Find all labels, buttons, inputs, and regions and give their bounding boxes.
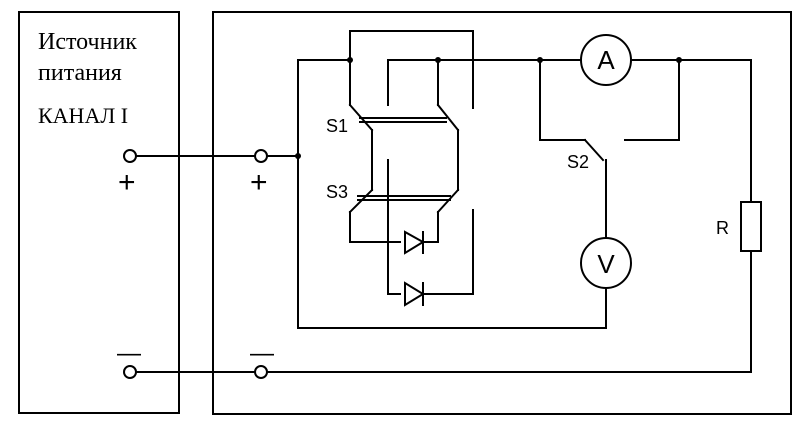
board-minus-terminal [254,365,268,379]
resistor-label: R [716,218,729,238]
source-title-line1: Источник [38,29,137,55]
source-plus-terminal [123,149,137,163]
voltmeter-label: V [597,249,615,279]
switch-s3-label: S3 [326,182,348,202]
board-plus-terminal [254,149,268,163]
voltmeter: V [580,237,632,289]
board-minus-label: — [250,340,274,367]
diode-lower [404,281,425,307]
diode-upper [404,230,425,255]
source-plus-label: + [118,166,136,199]
power-source-box: Источник питания КАНАЛ I + — [18,11,180,414]
junction-dots [295,57,682,159]
source-channel-label: КАНАЛ I [38,103,128,128]
source-minus-label: — [117,340,141,367]
ammeter-label: A [597,45,615,75]
switch-s1-label: S1 [326,116,348,136]
board-plus-label: + [250,166,268,199]
source-title-line2: питания [38,60,122,86]
wires [135,30,752,373]
resistor: R [716,201,762,252]
source-minus-terminal [123,365,137,379]
board-box [212,11,792,415]
ammeter: A [580,34,632,86]
switch-s2-label: S2 [567,152,589,172]
